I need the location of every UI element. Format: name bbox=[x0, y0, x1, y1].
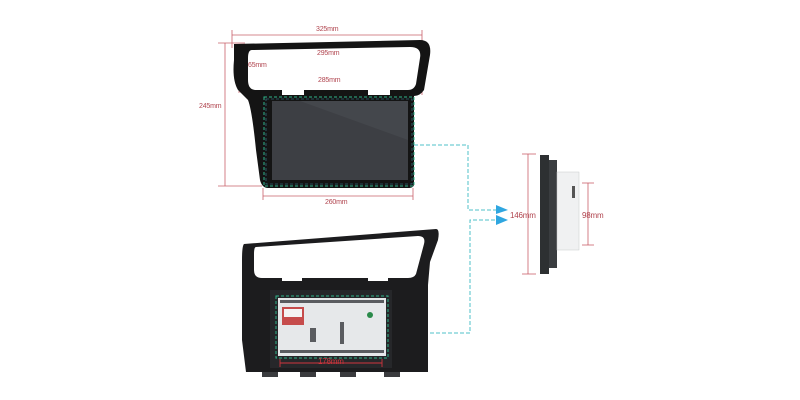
label-opening-height: 65mm bbox=[248, 62, 267, 69]
arrow-lower bbox=[496, 215, 508, 225]
connector-lines bbox=[388, 144, 496, 334]
arrows bbox=[496, 205, 508, 225]
back-chassis-panel bbox=[278, 298, 386, 356]
vent-left bbox=[282, 90, 304, 95]
label-overall-width: 325mm bbox=[316, 26, 339, 33]
front-top-opening bbox=[248, 47, 421, 90]
label-bottom-opening-width: 285mm bbox=[318, 77, 341, 84]
back-dashed-outline bbox=[275, 295, 389, 359]
side-chassis bbox=[556, 171, 580, 251]
label-chassis-width: 178mm bbox=[318, 357, 344, 366]
side-screen-panel bbox=[540, 155, 549, 274]
arrow-upper bbox=[496, 205, 508, 214]
back-view bbox=[242, 229, 439, 377]
label-side-chassis-height: 98mm bbox=[582, 211, 604, 220]
front-dashed-outline bbox=[263, 96, 415, 187]
connector-lower bbox=[388, 219, 496, 334]
label-screen-width: 260mm bbox=[325, 199, 348, 206]
side-view bbox=[522, 153, 594, 275]
label-side-total-height: 146mm bbox=[510, 211, 536, 220]
connector-upper bbox=[414, 144, 496, 211]
vent-right bbox=[368, 90, 390, 95]
front-view bbox=[218, 30, 431, 200]
back-antenna-port bbox=[367, 312, 373, 318]
label-top-opening-width: 295mm bbox=[317, 50, 340, 57]
back-top-opening bbox=[254, 236, 425, 278]
label-overall-height: 245mm bbox=[199, 103, 222, 110]
